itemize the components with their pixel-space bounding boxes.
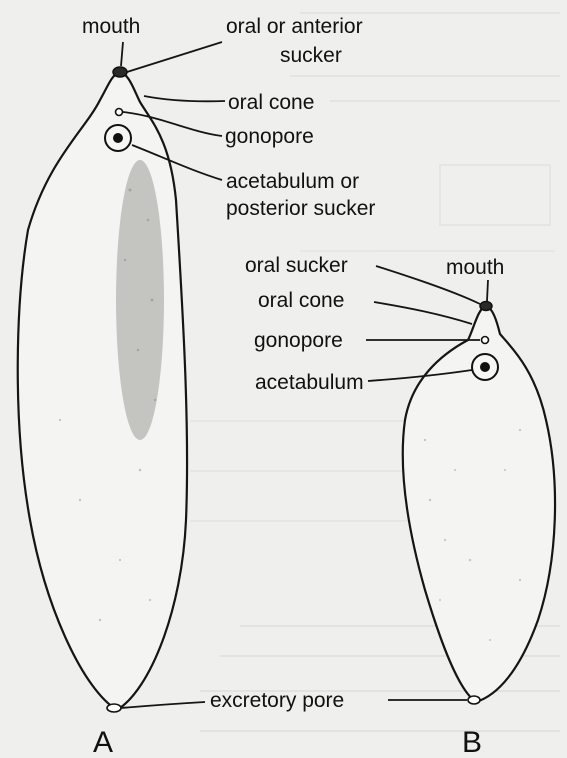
label-b-gonopore: gonopore <box>254 329 343 352</box>
specimen-a-oral-sucker <box>113 67 127 77</box>
label-b-mouth: mouth <box>446 256 504 279</box>
specimen-b-letter: B <box>462 726 482 758</box>
label-b-oral-sucker: oral sucker <box>245 254 348 277</box>
specimen-a-excretory-pore <box>107 704 121 712</box>
leader-a-oral-sucker <box>127 42 222 72</box>
label-b-acetabulum: acetabulum <box>255 371 364 394</box>
specimen-a-letter: A <box>93 726 113 758</box>
leader-excretory-pore-a <box>121 702 205 708</box>
specimen-b-oral-sucker <box>480 302 492 311</box>
specimen-b-acetabulum-inner <box>480 362 490 372</box>
specimen-a-gonopore <box>116 109 123 116</box>
label-a-oral-cone: oral cone <box>228 91 314 114</box>
label-a-oral-sucker-line1: oral or anterior <box>226 15 363 38</box>
leader-b-mouth <box>487 280 488 301</box>
label-excretory-pore: excretory pore <box>210 689 344 712</box>
label-b-oral-cone: oral cone <box>258 289 344 312</box>
shared-excretory-label: excretory pore <box>121 689 467 712</box>
specimen-a-stippling <box>116 160 164 440</box>
specimen-b-gonopore <box>482 337 489 344</box>
leader-b-oral-cone <box>374 302 472 324</box>
label-a-oral-sucker-line2: sucker <box>280 44 342 67</box>
label-a-mouth: mouth <box>82 15 140 38</box>
leader-a-oral-cone <box>144 96 225 101</box>
specimen-a-body <box>18 72 187 710</box>
leader-a-mouth <box>121 42 123 66</box>
specimen-a-acetabulum-inner <box>113 133 123 143</box>
specimen-b-excretory-pore <box>468 696 480 704</box>
specimen-b: oral sucker mouth oral cone gonopore ace… <box>245 254 555 758</box>
label-a-acetabulum-line2: posterior sucker <box>226 197 375 220</box>
label-a-gonopore: gonopore <box>225 125 314 148</box>
label-a-acetabulum-line1: acetabulum or <box>226 170 359 193</box>
